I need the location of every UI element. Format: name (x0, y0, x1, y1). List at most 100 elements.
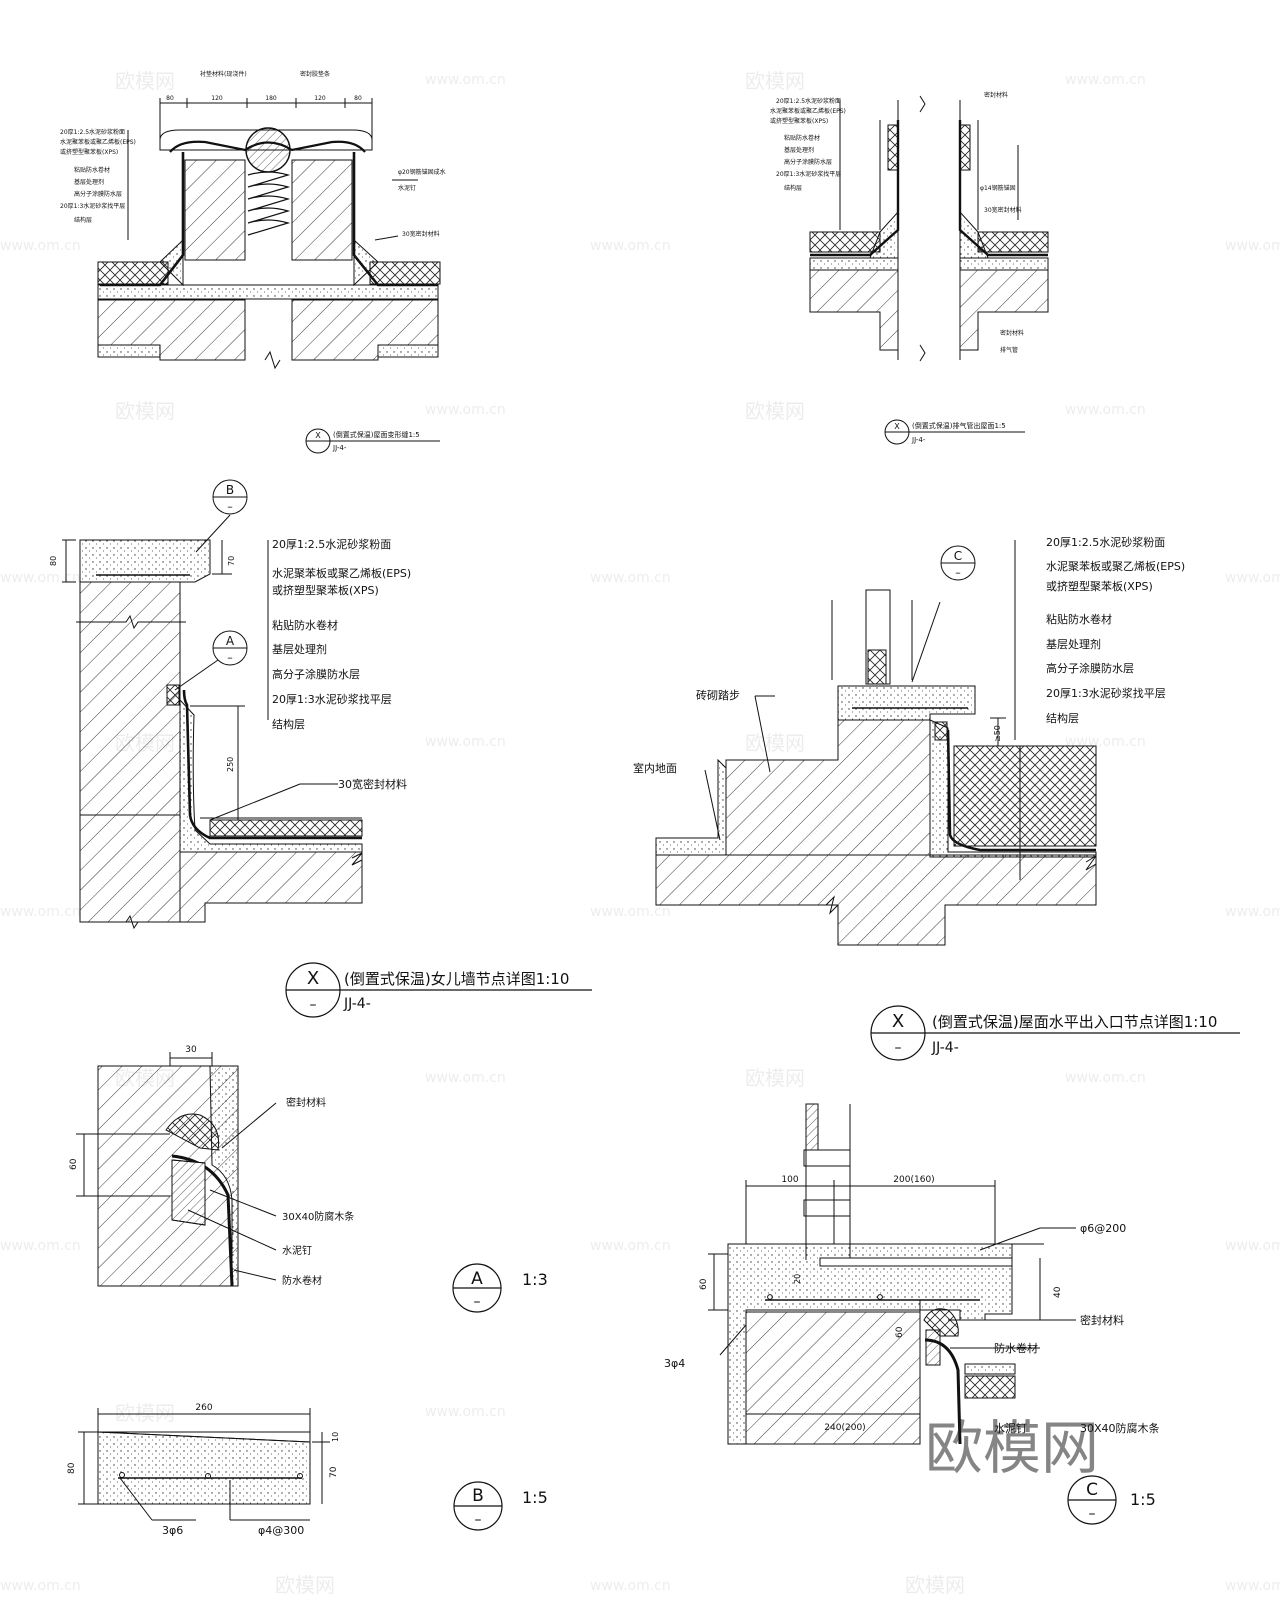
sheet-ref: JJ-4- (343, 996, 371, 1012)
label-text: 结构层 (74, 216, 92, 224)
label-text: 水泥钉 (282, 1244, 312, 1257)
label-text: 衬垫材料(现浇件) (200, 70, 247, 78)
watermark-site: www.om.cn (425, 734, 506, 750)
label-text: 20厚1:3水泥砂浆找平层 (60, 202, 125, 210)
dim-text: 80 (67, 1462, 77, 1474)
dim-text: 120 (314, 95, 326, 102)
watermark-site: www.om.cn (590, 904, 671, 920)
label-text: φ14钢筋锚固 (980, 184, 1016, 192)
dim-text: 70 (227, 556, 236, 566)
label-text: 结构层 (272, 717, 305, 731)
label-text: 高分子涂膜防水层 (1046, 661, 1134, 675)
brand-watermark: 欧模网 (925, 1414, 1099, 1482)
label-text: 30宽密封材料 (338, 777, 407, 791)
label-text: 水泥聚苯板或聚乙烯板(EPS) (60, 138, 136, 146)
label-text: 密封材料 (1080, 1313, 1124, 1327)
watermark-site: www.om.cn (590, 1238, 671, 1254)
watermark-brand: 欧模网 (115, 399, 175, 423)
label-text: 粘贴防水卷材 (1046, 612, 1112, 626)
dim-text: ≥50 (993, 725, 1002, 742)
label-text: 20厚1:3水泥砂浆找平层 (1046, 686, 1166, 700)
label-text: 基层处理剂 (272, 642, 327, 656)
label-text: 水泥钉 (398, 184, 416, 192)
dim-text: 60 (69, 1158, 79, 1170)
detail-dash: – (475, 1512, 482, 1528)
label-text: 基层处理剂 (1046, 637, 1101, 651)
label-text: 30宽密封材料 (984, 206, 1022, 214)
watermark-site: www.om.cn (0, 904, 81, 920)
watermark-site: www.om.cn (1065, 402, 1146, 418)
label-text: 或挤塑型聚苯板(XPS) (60, 148, 118, 156)
label-text: 水泥钉 (994, 1422, 1027, 1435)
detail-roof-expansion-joint-text: 80 120 180 120 80 衬垫材料(现浇件) 密封胶垫条 20厚1:2… (60, 70, 446, 238)
label-text: 高分子涂膜防水层 (272, 667, 360, 681)
label-text: 3φ4 (664, 1357, 685, 1370)
watermark-brand: 欧模网 (745, 731, 805, 755)
detail-parapet-wall-text: B – A – 80 70 250 20厚1:2.5水泥砂浆粉面 水泥聚苯板或聚… (49, 479, 411, 791)
dim-text: 120 (211, 95, 223, 102)
label-text: 20厚1:3水泥砂浆找平层 (776, 170, 841, 178)
label-text: 20厚1:3水泥砂浆找平层 (272, 692, 392, 706)
callout-dash: – (955, 566, 961, 579)
dim-text: 10 (331, 1432, 340, 1442)
title-exhaust-pipe: X (倒置式保温)排气管出屋面1:5 JJ-4- (884, 419, 1025, 445)
section-mark: X (894, 422, 900, 431)
label-text: 砖砌踏步 (696, 688, 740, 702)
label-text: 粘贴防水卷材 (74, 166, 110, 174)
watermark-brand: 欧模网 (745, 1066, 805, 1090)
label-text: 水泥聚苯板或聚乙烯板(EPS) (1046, 559, 1185, 573)
dim-text: 180 (265, 95, 277, 102)
detail-title: (倒置式保温)屋面变形缝1:5 (333, 430, 420, 439)
dim-text: 80 (166, 95, 174, 102)
watermark-brand: 欧模网 (115, 69, 175, 93)
label-text: 防水卷材 (282, 1274, 322, 1287)
label-text: 密封材料 (1000, 329, 1024, 337)
watermark-brand: 欧模网 (745, 399, 805, 423)
dim-text: 60 (699, 1278, 709, 1290)
label-text: 结构层 (1046, 711, 1079, 725)
detail-roof-entrance (655, 540, 1097, 946)
watermark-site: www.om.cn (0, 238, 81, 254)
dim-text: 100 (781, 1175, 798, 1185)
label-text: 结构层 (784, 184, 802, 192)
label-text: 水泥聚苯板或聚乙烯板(EPS) (272, 566, 411, 580)
watermark-site: www.om.cn (1225, 1238, 1280, 1254)
watermark-site: www.om.cn (1225, 570, 1280, 586)
section-dash: – (310, 997, 317, 1013)
detail-roof-expansion-joint (97, 98, 441, 370)
label-text: 基层处理剂 (74, 178, 104, 186)
label-text: 20厚1:2.5水泥砂浆粉面 (60, 128, 125, 136)
watermark-site: www.om.cn (0, 1578, 81, 1594)
label-text: φ4@300 (258, 1524, 304, 1537)
sheet-ref: JJ-4- (931, 1040, 959, 1056)
detail-c (708, 1103, 1076, 1445)
label-text: 防水卷材 (994, 1341, 1038, 1355)
callout-label: C (954, 549, 962, 563)
detail-exhaust-pipe (809, 95, 1049, 362)
detail-a (76, 1052, 277, 1287)
detail-dash: – (1089, 1506, 1096, 1522)
dim-text: 30 (185, 1045, 197, 1055)
label-text: 高分子涂膜防水层 (784, 158, 832, 166)
watermark-site: www.om.cn (1065, 72, 1146, 88)
watermark-site: www.om.cn (425, 402, 506, 418)
title-roof-entrance: X – (倒置式保温)屋面水平出入口节点详图1:10 JJ-4- (870, 1005, 1240, 1061)
dim-text: 260 (195, 1403, 212, 1413)
detail-title: (倒置式保温)屋面水平出入口节点详图1:10 (932, 1013, 1217, 1031)
watermark-brand: 欧模网 (275, 1573, 335, 1597)
detail-parapet-wall (62, 514, 363, 930)
label-text: 基层处理剂 (784, 146, 814, 154)
label-text: 30X40防腐木条 (282, 1210, 354, 1223)
label-text: 或挤塑型聚苯板(XPS) (272, 583, 379, 597)
watermark-brand: 欧模网 (905, 1573, 965, 1597)
label-text: 20厚1:2.5水泥砂浆粉面 (272, 537, 391, 551)
dim-text: 80 (49, 556, 58, 566)
dim-text: 40 (1053, 1286, 1063, 1298)
watermark-site: www.om.cn (1225, 238, 1280, 254)
detail-scale: 1:5 (1130, 1490, 1156, 1509)
label-text: 粘贴防水卷材 (784, 134, 820, 142)
watermark-brand: 欧模网 (115, 1401, 175, 1425)
section-mark: X (307, 968, 319, 989)
watermark-site: www.om.cn (590, 1578, 671, 1594)
